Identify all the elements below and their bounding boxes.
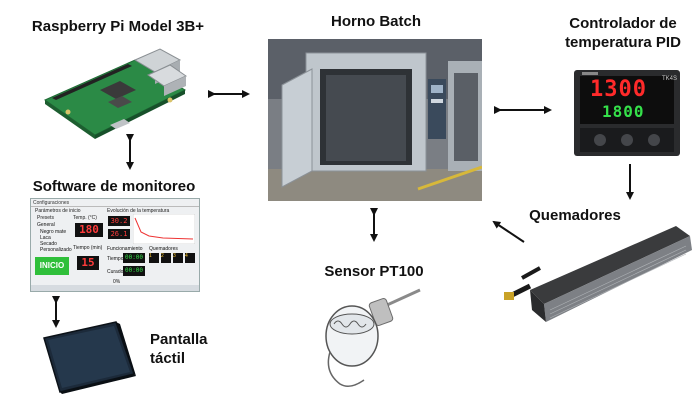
tiempo-label: Tiempo	[107, 256, 124, 262]
quemadores-panel-label: Quemadores	[149, 246, 178, 252]
software-monitoreo-screen: Configuraciones Parámetros de inicio Pre…	[30, 198, 200, 292]
time-setpoint-display: 15	[77, 256, 99, 270]
horno-batch-label: Horno Batch	[331, 13, 421, 30]
preset-item[interactable]: Personalizado	[40, 247, 72, 253]
pid-model-text: TK4S	[662, 76, 678, 82]
burner-number: 1	[149, 253, 152, 259]
sensor-pt100-label: Sensor PT100	[324, 263, 424, 280]
software-col-temp: Temp. (°C)	[73, 215, 97, 221]
temp-readout-1: 30.2	[108, 216, 130, 226]
software-panel-title: Parámetros de inicio	[35, 208, 81, 214]
preset-item[interactable]: Laca	[40, 235, 51, 241]
raspberry-pi-label: Raspberry Pi Model 3B+	[31, 18, 205, 35]
software-window-title: Configuraciones	[33, 200, 70, 206]
evolution-title: Evolución de la temperatura	[107, 208, 170, 214]
pantalla-tactil-image	[38, 318, 138, 396]
controlador-pid-label: Controlador de temperatura PID	[548, 14, 698, 52]
burner-indicator: 3	[173, 253, 183, 263]
burner-indicator: 1	[149, 253, 159, 263]
burner-number: 2	[161, 253, 164, 259]
software-monitoreo-label: Software de monitoreo	[32, 178, 196, 195]
burner-number: 3	[173, 253, 176, 259]
taskbar	[31, 285, 199, 291]
quemadores-label: Quemadores	[529, 207, 621, 224]
controlador-pid-label-line1: Controlador de	[569, 15, 677, 32]
software-col-presets: Presets	[37, 215, 54, 221]
raspberry-pi-image	[40, 40, 190, 140]
preset-item[interactable]: General	[37, 222, 55, 228]
temp-setpoint-display: 180	[75, 223, 103, 237]
burner-number: 4	[185, 253, 188, 259]
percent-text: 0%	[113, 279, 121, 285]
burner-indicator: 4	[185, 253, 195, 263]
temperature-evolution-plot	[133, 214, 195, 244]
preset-item[interactable]: Secado	[40, 241, 57, 247]
funcionamiento-label: Funcionamiento	[107, 246, 143, 252]
time-label: Tiempo (min)	[73, 245, 103, 251]
temp-readout-2: 26.1	[108, 229, 130, 239]
curado-label: Curado	[107, 269, 124, 275]
burner-indicator: 2	[161, 253, 171, 263]
sensor-pt100-image	[316, 282, 426, 392]
controlador-pid-label-line2: temperatura PID	[565, 34, 681, 51]
pid-display-sv: 1800	[602, 102, 645, 121]
pantalla-tactil-label-line2: táctil	[150, 350, 186, 367]
timer-display-1: 00:00	[123, 253, 145, 263]
start-button[interactable]: INICIO	[35, 257, 69, 275]
timer-display-2: 00:00	[123, 266, 145, 276]
pid-controller: TK4S 1300 1800	[572, 68, 682, 158]
pid-display-pv: 1300	[590, 77, 647, 102]
quemadores-image	[500, 222, 696, 332]
horno-batch-image	[268, 39, 482, 201]
pantalla-tactil-label-line1: Pantalla	[150, 331, 208, 348]
arrow-quemadores-horno	[492, 220, 525, 243]
preset-item[interactable]: Negro mate	[40, 229, 67, 235]
pantalla-tactil-label: Pantalla táctil	[150, 330, 220, 368]
